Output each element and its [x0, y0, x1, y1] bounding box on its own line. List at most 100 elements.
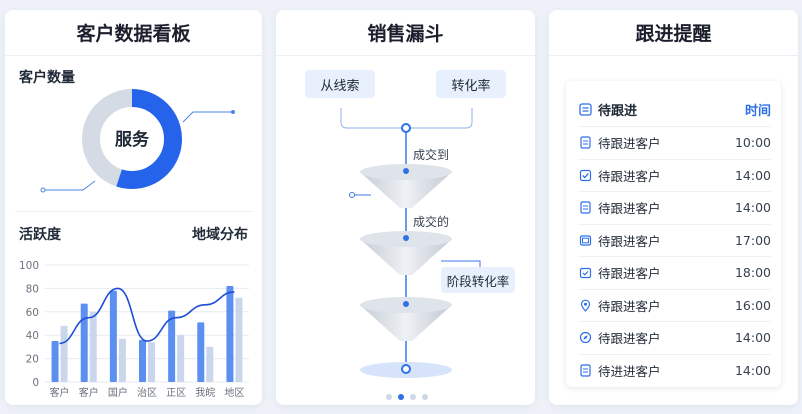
sales-funnel-title: 销售漏斗 — [276, 10, 535, 56]
list-icon — [578, 102, 592, 116]
x-tick-label: 客户 — [50, 386, 70, 399]
bar-primary — [226, 286, 234, 382]
reminder-item[interactable]: 待跟进客户 17:00 — [578, 223, 771, 256]
y-tick-label: 100 — [19, 260, 39, 272]
activity-label: 活跃度 — [19, 227, 61, 243]
y-tick-label: 60 — [26, 307, 39, 319]
reminder-item-label: 待跟进客户 — [598, 168, 661, 184]
x-tick-label: 国户 — [108, 386, 128, 399]
page-dot-4[interactable] — [422, 394, 428, 400]
bar-secondary — [177, 335, 185, 382]
compass-icon — [578, 331, 592, 345]
bar-secondary — [60, 325, 68, 382]
reminder-item[interactable]: 待跟进客户 16:00 — [578, 288, 771, 321]
bar-primary — [109, 290, 117, 382]
funnel-cone-3 — [360, 305, 452, 341]
document-icon — [578, 136, 592, 150]
pagination-dots — [386, 394, 428, 400]
reminder-item[interactable]: 待跟进客户 14:00 — [578, 321, 771, 353]
activity-region-chart: 020406080100客户客户国户治区正区我皖地区 — [19, 260, 249, 399]
reminder-header-label: 待跟进 — [598, 103, 638, 119]
reminder-item-time: 14:00 — [734, 330, 771, 345]
reminder-item-label: 待跟进客户 — [598, 266, 661, 281]
reminder-item-time: 16:00 — [734, 297, 771, 313]
x-tick-label: 地区 — [224, 386, 244, 399]
donut-leader-bottom — [43, 180, 96, 191]
reminder-item-time: 10:00 — [734, 135, 771, 150]
sales-funnel-card: 销售漏斗 从线索 转化率 成交到 成交的 阶段转化率 — [276, 10, 535, 405]
follow-up-card: 跟进提醒 待跟进 时间 待跟进客户 10:00 待跟进客户 14:00 待跟进客户 14:… — [549, 10, 798, 405]
customer-board-title: 客户数据看板 — [5, 10, 262, 56]
reminder-item-time: 17:00 — [734, 232, 771, 248]
funnel-node-2 — [403, 235, 409, 241]
bar-secondary — [235, 297, 243, 382]
reminder-item[interactable]: 待跟进客户 18:00 — [578, 256, 771, 288]
donut-center-label: 服务 — [115, 129, 150, 150]
funnel-tag-from-leads[interactable]: 从线索 — [305, 70, 375, 98]
reminder-item-time: 18:00 — [734, 265, 771, 280]
region-label: 地域分布 — [192, 227, 248, 243]
reminder-header-time[interactable]: 时间 — [744, 103, 771, 119]
donut-leader-bottom-dot — [40, 187, 46, 193]
funnel-label-2: 成交的 — [413, 215, 450, 229]
document-icon — [578, 363, 592, 377]
bar-secondary — [89, 311, 97, 382]
funnel-stage-conversion-tag[interactable]: 阶段转化率 — [441, 267, 515, 293]
reminder-item-time: 14:00 — [734, 167, 771, 183]
reminder-item-label: 待跟进客户 — [598, 298, 661, 314]
page-dot-2[interactable] — [398, 394, 404, 400]
donut-leader-top-dot — [231, 110, 235, 114]
bar-primary — [80, 303, 88, 382]
follow-up-title: 跟进提醒 — [549, 10, 798, 56]
y-tick-label: 0 — [32, 377, 39, 389]
reminder-item[interactable]: 待跟进客户 10:00 — [578, 126, 771, 158]
location-icon — [578, 298, 592, 312]
image-icon — [578, 233, 592, 247]
funnel-node-top — [401, 123, 411, 133]
reminder-item-time: 14:00 — [734, 200, 771, 215]
funnel-graphic — [340, 108, 483, 378]
trend-line — [59, 287, 235, 345]
reminder-item[interactable]: 待跟进客户 14:00 — [578, 158, 771, 191]
donut-service-arc — [82, 89, 182, 189]
reminder-item-label: 待跟进客户 — [598, 233, 661, 249]
reminder-item[interactable]: 待进进客户 14:00 — [578, 353, 771, 386]
funnel-label-1: 成交到 — [413, 148, 450, 162]
bar-secondary — [118, 338, 126, 382]
x-tick-label: 客户 — [79, 386, 99, 399]
funnel-node-1 — [403, 168, 409, 174]
x-tick-label: 正区 — [166, 387, 186, 399]
calendar-check-icon — [578, 266, 592, 280]
reminder-item-label: 待跟进客户 — [598, 331, 661, 346]
funnel-node-3 — [403, 301, 409, 307]
reminder-item-time: 14:00 — [734, 362, 771, 378]
reminder-item-label: 待跟进客户 — [598, 201, 661, 216]
page-dot-1[interactable] — [386, 394, 392, 400]
y-tick-label: 80 — [26, 283, 39, 295]
funnel-tag-conversion-rate[interactable]: 转化率 — [436, 70, 506, 98]
bar-primary — [197, 322, 205, 382]
customer-donut-chart[interactable]: 服务 — [35, 78, 240, 208]
bar-primary — [168, 310, 176, 382]
bar-secondary — [206, 346, 214, 382]
bar-primary — [139, 339, 146, 382]
page-dot-3[interactable] — [410, 394, 416, 400]
reminder-item-label: 待跟进客户 — [598, 136, 661, 151]
reminder-item-label: 待进进客户 — [598, 363, 661, 379]
checkbox-icon — [578, 168, 592, 182]
bar-primary — [51, 341, 59, 382]
x-tick-label: 治区 — [137, 386, 157, 399]
reminder-header: 待跟进 时间 — [578, 93, 771, 125]
divider — [15, 211, 252, 212]
bar-secondary — [148, 342, 155, 382]
document-icon — [578, 201, 592, 215]
reminder-item[interactable]: 待跟进客户 14:00 — [578, 191, 771, 223]
y-tick-label: 20 — [26, 354, 39, 366]
x-tick-label: 我皖 — [195, 386, 215, 399]
donut-leader-top — [182, 111, 233, 123]
funnel-side-dot-left — [349, 192, 355, 198]
y-tick-label: 40 — [26, 330, 39, 342]
funnel-node-bottom — [401, 364, 411, 374]
